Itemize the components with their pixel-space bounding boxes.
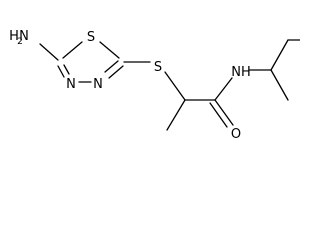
amine-h-count-label: 2 xyxy=(17,37,23,47)
structure-canvas: N H 2 S N N S NH O xyxy=(9,29,300,142)
amide-nh-label: NH xyxy=(231,65,251,80)
bond-s-ch xyxy=(164,71,186,101)
amine-h-label: H xyxy=(9,29,19,44)
amine-n-label: N xyxy=(19,29,29,44)
bond-ch-methyl xyxy=(166,99,186,131)
bond-carbonyl-o-double xyxy=(209,102,228,128)
ring-s-label: S xyxy=(87,30,95,45)
bond-ch-ch2 xyxy=(270,39,289,71)
bond-carbonyl-o xyxy=(214,99,234,126)
ring-n2-label: N xyxy=(93,77,103,92)
carbonyl-o-label: O xyxy=(231,127,241,142)
bond-c2-n3 xyxy=(108,65,124,79)
bond-ch-ch3 xyxy=(270,69,289,101)
bond-c5-nh2 xyxy=(39,43,59,61)
bond-c5-s1 xyxy=(62,41,83,59)
bond-n4-c5-double xyxy=(63,64,70,75)
thioether-s-label: S xyxy=(154,60,162,75)
ring-n1-label: N xyxy=(66,77,76,92)
bond-c2-n3-double xyxy=(104,60,119,73)
bond-carbonyl-nh xyxy=(214,77,233,101)
bond-s1-c2 xyxy=(99,41,120,59)
molecule-drawing: N H 2 S N N S NH O xyxy=(9,29,300,142)
bond-n4-c5 xyxy=(57,65,65,78)
